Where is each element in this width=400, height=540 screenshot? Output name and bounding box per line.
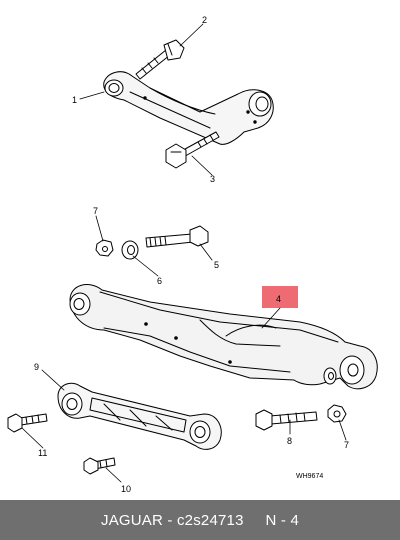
callout-5: 5 <box>214 260 219 270</box>
footer-bar: JAGUAR - c2s24713 N - 4 <box>0 500 400 540</box>
part-4-highlight <box>262 286 298 308</box>
footer-brand: JAGUAR <box>101 511 164 529</box>
callout-6: 6 <box>157 276 162 286</box>
footer-separator: - <box>163 511 177 529</box>
footer-position: N - 4 <box>265 511 299 529</box>
nut-7-upper-icon <box>95 239 114 257</box>
bolt-10-icon <box>83 457 116 475</box>
footer-part-number: c2s24713 <box>176 511 244 529</box>
bolt-2-icon <box>135 39 185 80</box>
callout-8: 8 <box>287 436 292 446</box>
bolt-5-icon <box>145 225 209 248</box>
footer-gap <box>244 512 266 529</box>
callout-7-lower: 7 <box>344 440 349 450</box>
callout-10: 10 <box>121 484 131 494</box>
upper-link <box>103 71 274 145</box>
bolt-8-icon <box>255 409 318 431</box>
bolt-11-icon <box>7 413 48 433</box>
exploded-parts-diagram: 1 2 3 4 5 6 7 7 8 9 10 11 WH9674 <box>7 15 378 494</box>
bottom-link <box>57 382 222 450</box>
callout-4: 4 <box>276 294 281 304</box>
lower-arm <box>69 284 378 390</box>
reference-code: WH9674 <box>296 473 323 480</box>
callouts: 1 2 3 4 5 6 7 7 8 9 10 11 WH9674 <box>34 15 349 494</box>
washer-6-icon <box>121 240 139 260</box>
diagram-canvas: 1 2 3 4 5 6 7 7 8 9 10 11 WH9674 <box>7 15 378 494</box>
callout-3: 3 <box>210 174 215 184</box>
bolt-3-icon <box>165 131 220 169</box>
callout-9: 9 <box>34 362 39 372</box>
callout-11: 11 <box>38 448 47 458</box>
leader-lines <box>21 23 347 483</box>
nut-7-lower-icon <box>327 404 347 423</box>
callout-7-upper: 7 <box>93 206 98 216</box>
callout-2: 2 <box>202 15 207 25</box>
callout-1: 1 <box>72 95 77 105</box>
